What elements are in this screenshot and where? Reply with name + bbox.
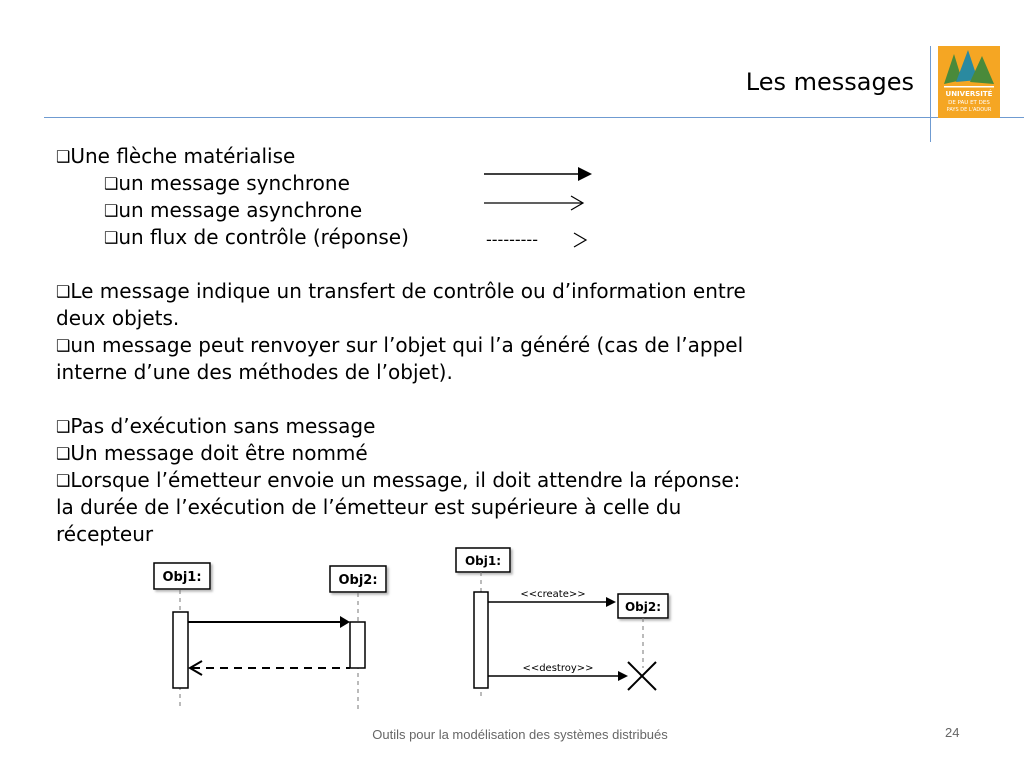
obj2-box [329,565,387,593]
create-message-label: <<create>> [520,589,585,600]
sync-message-arrowhead-icon [340,616,350,628]
bullet-2: ❑Le message indique un transfert de cont… [56,279,746,303]
title-underline [44,117,1024,118]
obj2-activation [349,621,366,669]
bullet-1-sub-3: ❑un flux de contrôle (réponse) [104,225,409,249]
bullet-2-cont: deux objets. [56,306,180,330]
obj1-label: Obj1: [162,570,201,585]
obj1-box [455,547,511,573]
checkbox-bullet-icon: ❑ [104,174,119,193]
arrow-legend: --------- [484,167,592,249]
reply-message-arrowhead-icon [188,660,203,676]
obj1-label: Obj1: [465,554,501,568]
sync-arrowhead-icon [578,167,592,181]
university-logo: UNIVERSITÉ DE PAU ET DES PAYS DE L'ADOUR [938,46,1000,118]
reply-arrow-dashes: --------- [486,230,538,249]
bullet-6-cont-2: récepteur [56,522,154,546]
checkbox-bullet-icon: ❑ [56,336,71,355]
logo-peak-3 [970,56,994,84]
logo-peak-2 [956,50,978,82]
logo-text-2: DE PAU ET DES [948,100,990,106]
destroy-message-arrowhead-icon [618,671,628,681]
page-number: 24 [945,725,960,740]
obj1-box [153,562,211,590]
slide-body: ❑Une flèche matérialise ❑un message sync… [56,143,856,548]
slide-title: Les messages [745,68,914,96]
async-arrowhead-icon [570,195,585,211]
header-divider [930,46,931,142]
obj2-box [617,593,669,619]
bullet-6: ❑Lorsque l’émetteur envoie un message, i… [56,468,741,492]
bullet-1-sub-1: ❑un message synchrone [104,171,350,195]
checkbox-bullet-icon: ❑ [56,471,71,490]
checkbox-bullet-icon: ❑ [56,282,71,301]
bullet-3: ❑un message peut renvoyer sur l’objet qu… [56,333,744,357]
destroy-cross-icon [627,661,657,691]
bullet-4: ❑Pas d’exécution sans message [56,414,376,438]
logo-peak-1 [944,54,962,84]
obj2-label: Obj2: [625,600,661,614]
bullet-1-sub-2: ❑un message asynchrone [104,198,363,222]
checkbox-bullet-icon: ❑ [56,417,71,436]
checkbox-bullet-icon: ❑ [104,228,119,247]
bullet-3-cont: interne d’une des méthodes de l’objet). [56,360,453,384]
logo-rule [944,86,994,88]
checkbox-bullet-icon: ❑ [56,444,71,463]
bullet-5: ❑Un message doit être nommé [56,441,368,465]
checkbox-bullet-icon: ❑ [56,147,71,166]
logo-text-1: UNIVERSITÉ [946,89,993,98]
slide-footer: Outils pour la modélisation des systèmes… [372,727,668,742]
create-message-arrowhead-icon [606,597,616,607]
sequence-diagram-create-destroy: Obj1: <<create>> Obj2: <<destroy>> [455,547,669,700]
checkbox-bullet-icon: ❑ [104,201,119,220]
destroy-message-label: <<destroy>> [522,663,593,674]
obj2-label: Obj2: [338,573,377,588]
obj1-activation [172,611,189,689]
reply-arrowhead-icon [573,232,588,248]
logo-text-3: PAYS DE L'ADOUR [947,107,992,113]
bullet-6-cont-1: la durée de l’exécution de l’émetteur es… [56,495,682,519]
sequence-diagram-sync: Obj1: Obj2: [144,548,402,710]
obj1-activation [473,591,489,689]
bullet-1: ❑Une flèche matérialise [56,144,296,168]
